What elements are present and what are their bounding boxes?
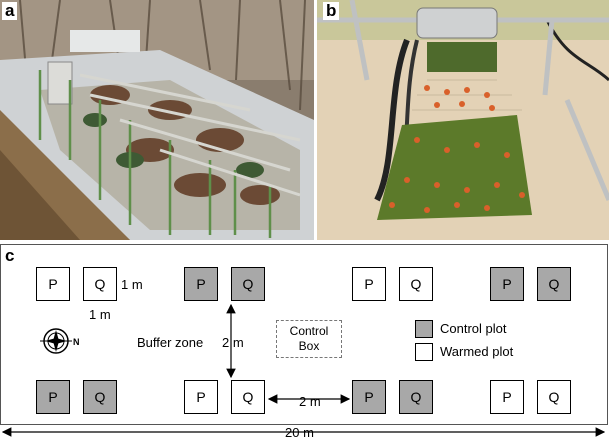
control-plot-p: P (184, 267, 218, 301)
buffer-horizontal-label: 2 m (299, 394, 321, 409)
warmed-plot-q: Q (399, 267, 433, 301)
panel-label-a: a (2, 2, 18, 20)
control-box: Control Box (276, 320, 342, 358)
control-plot-p: P (352, 380, 386, 414)
plot-width-label: 1 m (121, 277, 143, 292)
photo-field-site: a (0, 0, 314, 240)
photo-seedling-plot: b (317, 0, 609, 240)
photo-seedling-plot-image (317, 0, 609, 240)
warmed-plot-p: P (490, 380, 524, 414)
panel-label-c: c (5, 246, 15, 265)
photo-field-site-image (0, 0, 314, 240)
control-plot-p: P (36, 380, 70, 414)
warmed-plot-q: Q (537, 380, 571, 414)
control-box-line1: Control (289, 324, 329, 338)
control-plot-q: Q (83, 380, 117, 414)
legend-warmed-swatch (415, 343, 433, 361)
buffer-vertical-label: 2 m (222, 335, 244, 350)
warmed-plot-p: P (36, 267, 70, 301)
panel-label-b: b (323, 2, 340, 20)
control-plot-q: Q (231, 267, 265, 301)
control-plot-q: Q (537, 267, 571, 301)
warmed-plot-p: P (184, 380, 218, 414)
warmed-plot-p: P (352, 267, 386, 301)
control-box-line2: Box (298, 339, 320, 353)
legend-warmed-label: Warmed plot (440, 344, 514, 359)
warmed-plot-q: Q (231, 380, 265, 414)
total-width-label: 20 m (285, 425, 314, 440)
buffer-zone-label: Buffer zone (137, 335, 204, 350)
control-plot-p: P (490, 267, 524, 301)
warmed-plot-q: Q (83, 267, 117, 301)
legend-control-swatch (415, 320, 433, 338)
legend-control-label: Control plot (440, 321, 507, 336)
plot-height-label: 1 m (89, 307, 111, 322)
control-plot-q: Q (399, 380, 433, 414)
